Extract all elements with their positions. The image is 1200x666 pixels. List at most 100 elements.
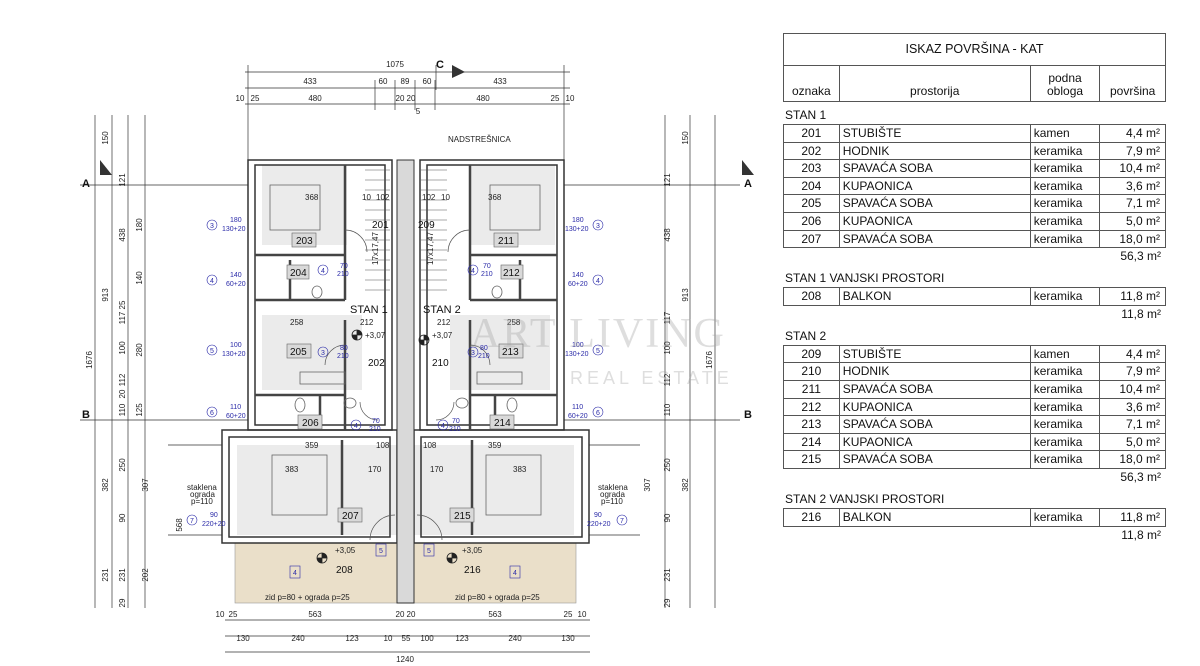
nadstresnica-label: NADSTREŠNICA bbox=[448, 135, 511, 144]
window-tag-3-left-a: 180 bbox=[230, 217, 242, 224]
room-numbers-left: 203 201 204 205 202 206 207 208 bbox=[286, 220, 389, 576]
dim-right-250: 250 bbox=[663, 458, 672, 472]
door-tag-3-left-b: 210 bbox=[337, 353, 349, 360]
room-213: 213 bbox=[502, 347, 519, 358]
dim-top-five: 5 bbox=[416, 107, 421, 116]
cell-name: SPAVAĆA SOBA bbox=[838, 195, 1030, 212]
rd-l-368: 368 bbox=[305, 193, 319, 202]
fixtures bbox=[269, 184, 542, 516]
window-tag-5-right: 5 bbox=[596, 348, 600, 355]
window-tag-5-left-b: 130+20 bbox=[222, 351, 246, 358]
dim-bot-r1-6: 563 bbox=[488, 610, 502, 619]
section-total: 56,3 m² bbox=[1120, 249, 1161, 264]
cell-floor: keramika bbox=[1029, 195, 1100, 212]
stairs-label-left: 17x17,47 bbox=[371, 232, 380, 265]
cell-name: SPAVAĆA SOBA bbox=[838, 451, 1030, 468]
door-tag-4b-left: 4 bbox=[354, 423, 358, 430]
cell-id: 215 bbox=[801, 452, 822, 467]
rd-r-383: 383 bbox=[513, 465, 527, 474]
stairs bbox=[365, 169, 447, 291]
cell-area: 18,0 m² bbox=[1099, 451, 1165, 468]
cell-floor: keramika bbox=[1029, 230, 1100, 248]
cell-area: 7,9 m² bbox=[1099, 363, 1165, 380]
watermark-main: ART LIVING bbox=[470, 311, 726, 357]
dim-right-overall: 1676 bbox=[705, 351, 714, 369]
dim-right-231: 231 bbox=[663, 568, 672, 582]
cell-floor: keramika bbox=[1029, 433, 1100, 451]
balcony-note-left: zid p=80 + ograda p=25 bbox=[265, 593, 350, 602]
window-tag-3-right: 3 bbox=[596, 223, 600, 230]
cell-area: 5,0 m² bbox=[1099, 212, 1165, 230]
area-table-title: ISKAZ POVRŠINA - KAT bbox=[784, 34, 1165, 66]
cell-name: STUBIŠTE bbox=[838, 125, 1030, 142]
col-prostorija: prostorija bbox=[838, 66, 1030, 101]
cell-floor: keramika bbox=[1029, 380, 1100, 398]
door-tags: 3 80 210 4 70 210 4 70 210 3 80 210 4 70… bbox=[289, 263, 521, 579]
cell-floor: keramika bbox=[1029, 160, 1100, 177]
floor-plan: A A B B C 1075 433 60 89 60 433 10 25 48… bbox=[80, 59, 754, 664]
cell-id: 211 bbox=[801, 381, 821, 396]
cell-floor: keramika bbox=[1029, 398, 1100, 416]
section-total: 11,8 m² bbox=[1121, 306, 1161, 321]
room-202: 202 bbox=[368, 358, 385, 369]
door-tag-4c-right: 4 bbox=[513, 570, 517, 577]
dim-right-100: 100 bbox=[663, 341, 672, 355]
door-tag-4b-left-a: 70 bbox=[372, 418, 380, 425]
level-label-2: +3,07 bbox=[432, 331, 453, 340]
room-211: 211 bbox=[498, 236, 514, 247]
dim-left-20: 20 bbox=[118, 389, 127, 398]
cell-id: 208 bbox=[801, 289, 822, 304]
cell-name: KUPAONICA bbox=[838, 398, 1030, 416]
window-tag-6-left-a: 110 bbox=[230, 404, 241, 411]
section-mark-a-left: A bbox=[82, 178, 90, 190]
dim-bot-r2-2: 240 bbox=[291, 634, 305, 643]
room-207: 207 bbox=[342, 511, 359, 522]
dim-left-180: 180 bbox=[135, 218, 144, 232]
cell-area: 7,9 m² bbox=[1099, 142, 1165, 160]
cell-id: 203 bbox=[801, 161, 822, 176]
section-mark-b-right: B bbox=[744, 409, 752, 421]
cell-name: SPAVAĆA SOBA bbox=[838, 380, 1030, 398]
door-tag-4b-right: 4 bbox=[441, 423, 445, 430]
col-oznaka: oznaka bbox=[792, 84, 831, 98]
cell-floor: keramika bbox=[1029, 177, 1100, 195]
dim-bot-r2-8: 240 bbox=[508, 634, 522, 643]
door-tag-4b-right-b: 210 bbox=[449, 426, 461, 433]
dim-left-117: 117 bbox=[118, 311, 127, 324]
cell-id: 212 bbox=[801, 399, 822, 414]
dim-right-913: 913 bbox=[681, 288, 690, 302]
cell-id: 205 bbox=[801, 196, 822, 211]
room-203: 203 bbox=[296, 236, 313, 247]
window-tag-7-right-a: 90 bbox=[594, 512, 602, 519]
dim-bot-r1-2: 25 bbox=[229, 610, 238, 619]
dim-left-438: 438 bbox=[118, 228, 127, 242]
cell-id: 210 bbox=[801, 364, 822, 379]
balcony-fill-right bbox=[413, 542, 577, 604]
rd-l-102: 102 bbox=[376, 193, 390, 202]
dim-top-seg-5: 433 bbox=[493, 77, 507, 86]
dim-top-r2-8: 10 bbox=[566, 94, 575, 103]
cell-id: 209 bbox=[801, 346, 822, 361]
level-label-1: +3,07 bbox=[365, 331, 386, 340]
rd-l-258: 258 bbox=[290, 318, 304, 327]
rd-l-212: 212 bbox=[360, 318, 374, 327]
door-tag-3-left: 3 bbox=[321, 350, 325, 357]
area-table: ISKAZ POVRŠINA - KAT oznaka prostorija p… bbox=[783, 33, 1166, 544]
cell-name: HODNIK bbox=[838, 363, 1030, 380]
rd-r-212: 212 bbox=[437, 318, 451, 327]
cell-name: SPAVAĆA SOBA bbox=[838, 160, 1030, 177]
door-tag-3-left-a: 80 bbox=[340, 345, 348, 352]
dim-left-100: 100 bbox=[118, 341, 127, 355]
dim-left-250: 250 bbox=[118, 458, 127, 472]
rd-r-258: 258 bbox=[507, 318, 521, 327]
cell-name: KUPAONICA bbox=[838, 177, 1030, 195]
